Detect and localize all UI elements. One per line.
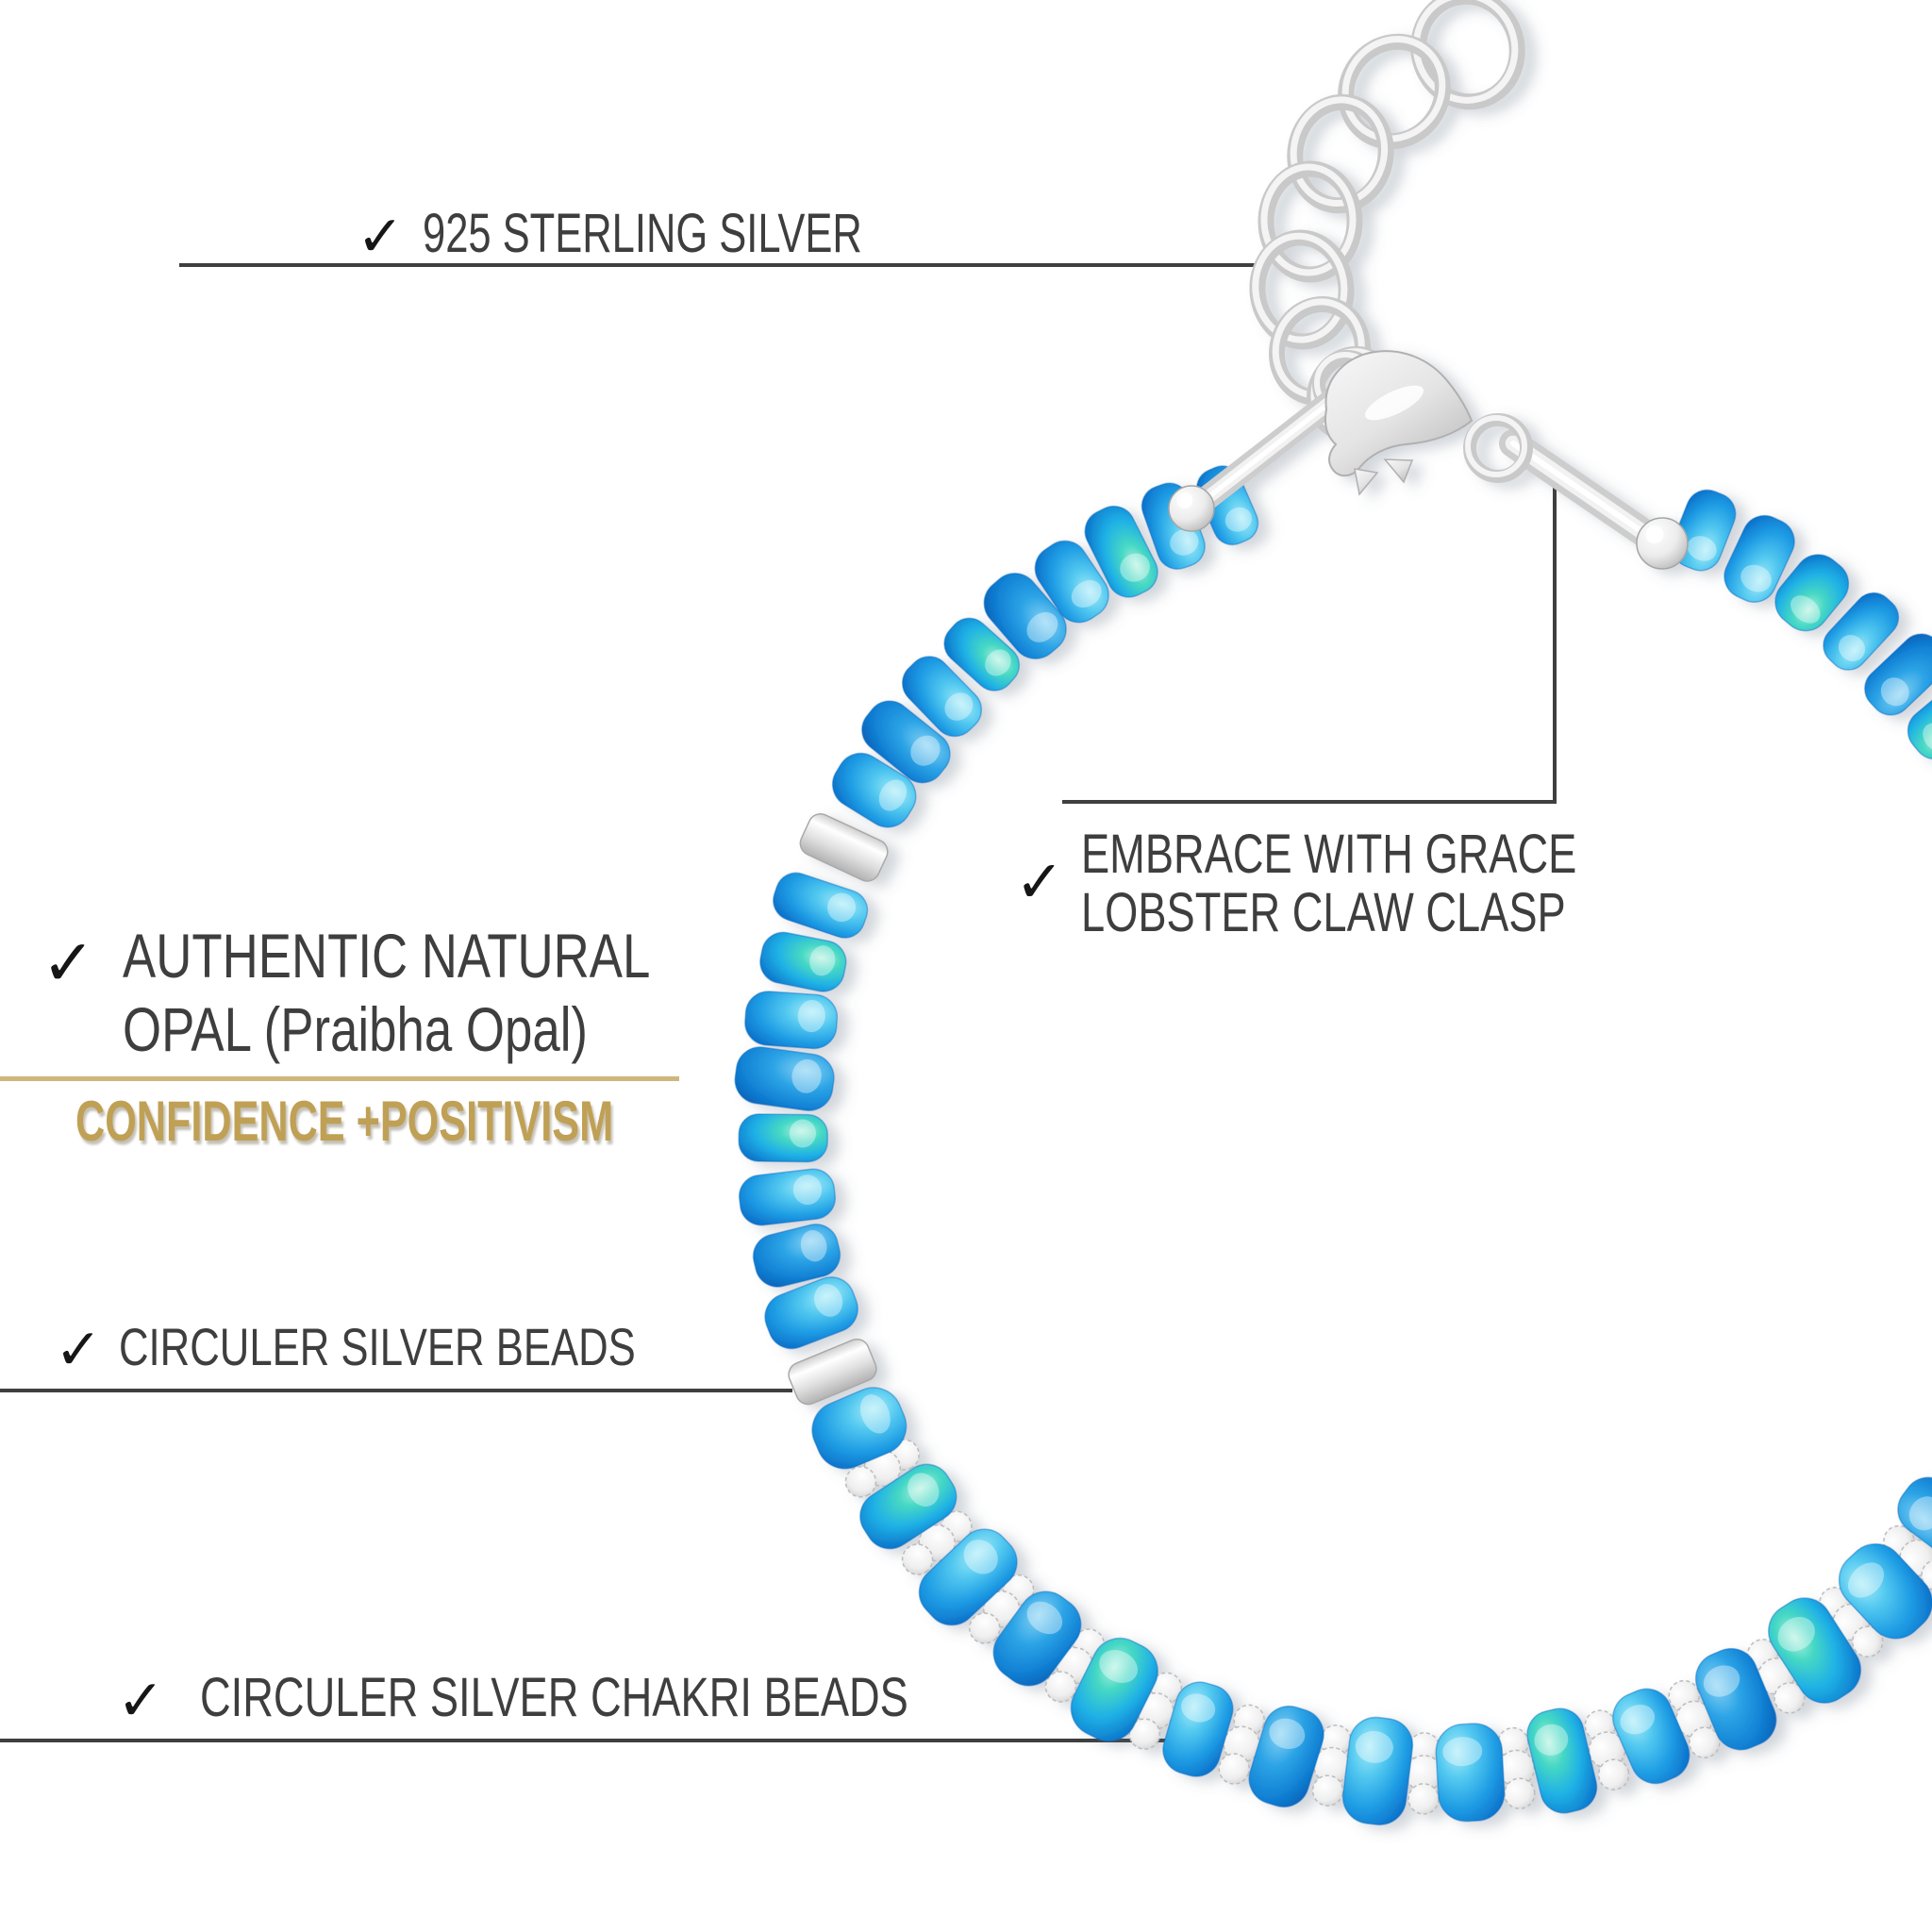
connector-ball: [1636, 517, 1689, 570]
chakri-beads-label: CIRCULER SILVER CHAKRI BEADS: [200, 1667, 908, 1728]
opal-bead: [1838, 1542, 1932, 1640]
leader-line-clasp-horizontal: [1062, 800, 1557, 804]
opal-bead: [1897, 1476, 1932, 1569]
chain-link: [1338, 33, 1451, 150]
opal-bead: [811, 1387, 908, 1470]
opal-bead: [1084, 505, 1158, 598]
chain-link: [1287, 93, 1394, 214]
bead-strand: [734, 465, 1932, 1826]
opal-bead: [734, 1046, 835, 1111]
opal-bead: [1070, 1637, 1158, 1742]
check-icon: ✓: [1015, 850, 1064, 915]
clasp-ring: [1463, 413, 1533, 483]
opal-bead: [1526, 1707, 1598, 1814]
opal-bead: [1341, 1716, 1414, 1826]
circular-silver-bead: [799, 813, 889, 882]
callout-chakri-beads: CIRCULER SILVER CHAKRI BEADS: [200, 1671, 1108, 1725]
opal-bead: [1864, 633, 1932, 716]
clasp-connector-bars: [1168, 391, 1689, 570]
opal-bead: [1671, 489, 1737, 572]
opal-bead: [759, 931, 847, 992]
clasp-label-line2: LOBSTER CLAW CLASP: [1081, 882, 1566, 943]
opal-bead: [752, 1224, 841, 1288]
tagline-label: CONFIDENCE +POSITIVISM: [75, 1090, 614, 1153]
check-icon: ✓: [117, 1669, 165, 1732]
opal-bead: [738, 1168, 837, 1226]
opal-bead: [1162, 1681, 1234, 1777]
chakri-spacer-bead: [1584, 1709, 1630, 1790]
opal-bead: [983, 573, 1067, 659]
opal-label-line1: AUTHENTIC NATURAL: [123, 921, 651, 991]
check-icon: ✓: [55, 1318, 103, 1381]
opal-bead: [1724, 514, 1795, 603]
opal-bead: [1694, 1647, 1777, 1751]
opal-label-line2: OPAL (Praibha Opal): [123, 994, 589, 1064]
opal-bead: [1612, 1688, 1690, 1785]
opal-bead: [764, 1276, 858, 1350]
opal-bead: [1248, 1705, 1324, 1808]
circular-silver-bead: [788, 1338, 877, 1406]
sterling-silver-label: 925 STERLING SILVER: [423, 203, 862, 264]
callout-authentic-opal: AUTHENTIC NATURAL OPAL (Praibha Opal): [123, 919, 782, 1066]
opal-bead: [1768, 1597, 1862, 1704]
chain-link: [1257, 160, 1363, 283]
opal-bead: [918, 1528, 1018, 1626]
clasp-label-line1: EMBRACE WITH GRACE: [1081, 824, 1577, 885]
opal-bead: [1435, 1723, 1506, 1823]
callout-silver-beads: CIRCULER SILVER BEADS: [119, 1320, 781, 1374]
opal-bead: [831, 752, 917, 828]
opal-bead: [1774, 554, 1850, 632]
opal-bead: [861, 700, 951, 784]
callout-sterling-silver: 925 STERLING SILVER: [423, 207, 1008, 261]
chakri-spacer-bead: [901, 1510, 973, 1575]
gold-divider-line: [0, 1076, 679, 1081]
chain-link: [1410, 0, 1525, 110]
chakri-spacer-bead: [1668, 1679, 1721, 1758]
leader-line-clasp-vertical: [1553, 486, 1557, 804]
opal-bead: [744, 991, 839, 1050]
lobster-claw-clasp-icon: [1324, 350, 1474, 496]
connector-ball: [1168, 485, 1215, 532]
opal-bead: [738, 1113, 828, 1163]
silver-beads-label: CIRCULER SILVER BEADS: [119, 1317, 636, 1376]
opal-bead: [859, 1463, 958, 1550]
leader-line-silver-beads: [0, 1389, 792, 1392]
opal-bead: [901, 656, 983, 738]
check-icon: ✓: [357, 205, 405, 268]
check-icon: ✓: [42, 927, 95, 999]
leader-line-sterling: [179, 263, 1260, 267]
opal-bead: [992, 1591, 1082, 1687]
tagline-confidence-positivism: CONFIDENCE +POSITIVISM: [75, 1093, 823, 1150]
callout-lobster-clasp: EMBRACE WITH GRACE LOBSTER CLAW CLASP: [1081, 825, 1717, 942]
chakri-spacer-bead: [1218, 1704, 1265, 1785]
opal-bead: [773, 872, 869, 939]
leader-line-chakri-beads: [0, 1739, 1185, 1742]
chain-link: [1249, 229, 1355, 350]
opal-bead: [943, 617, 1021, 691]
opal-bead: [1823, 591, 1900, 671]
opal-bead: [1907, 684, 1932, 760]
opal-bead: [1034, 540, 1109, 624]
